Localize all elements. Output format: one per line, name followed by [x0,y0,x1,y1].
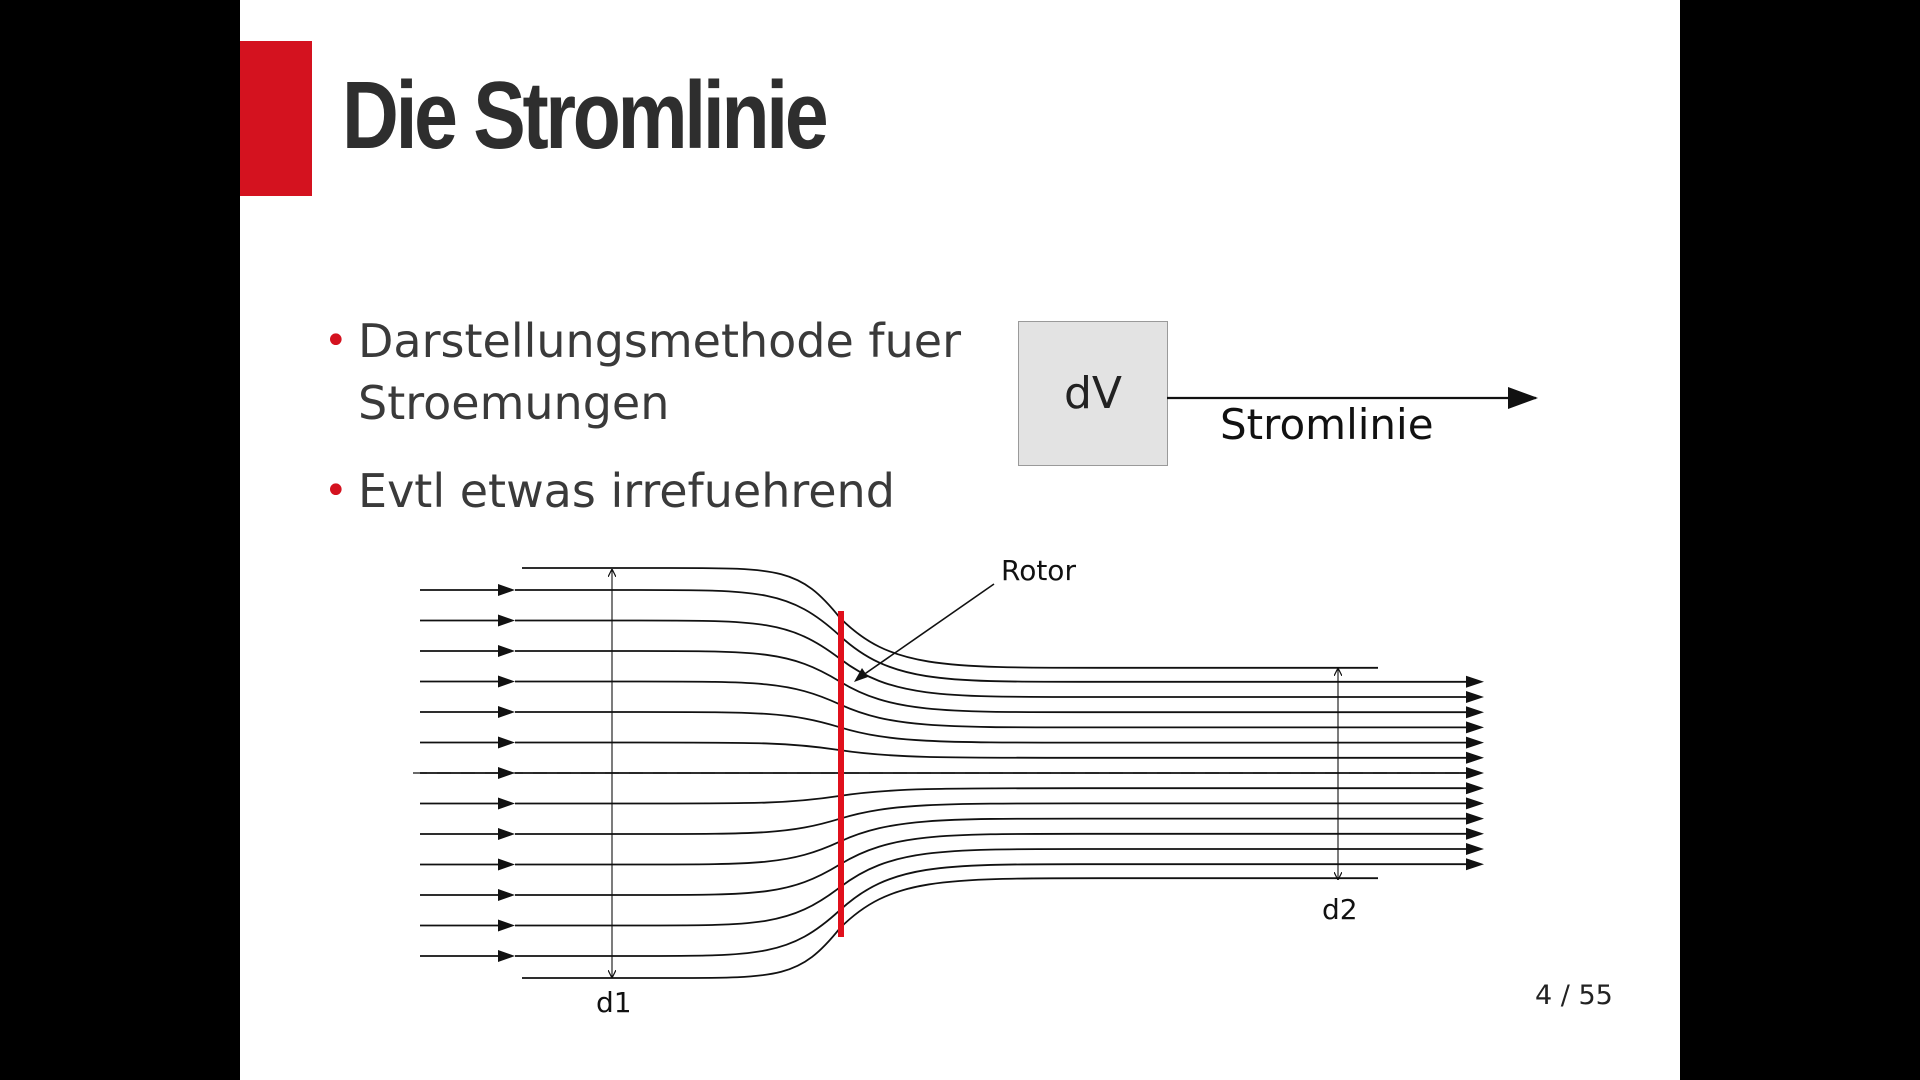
rotor-pointer-line [855,583,995,681]
bullet-text: Darstellungsmethode fuer Stroemungen [358,314,961,430]
slide: Die Stromlinie • Darstellungsmethode fue… [240,0,1680,1080]
d2-label: d2 [1322,893,1358,926]
outflow-arrowhead-icon [1466,843,1484,855]
outflow-arrowhead-icon [1466,858,1484,871]
outflow-arrowhead-icon [1466,782,1484,795]
inflow-arrowhead-icon [498,858,515,871]
outflow-arrowhead-icon [1466,721,1484,734]
inflow-arrowhead-icon [498,706,515,718]
streamline [515,817,1470,866]
streamline-arrowhead-icon [1508,387,1538,409]
inflow-arrowhead-icon [498,645,515,657]
rotor-label: Rotor [1001,554,1076,587]
inflow-arrowhead-icon [498,675,515,688]
outflow-arrowhead-icon [1466,706,1484,719]
streamline [515,680,1470,729]
rotor-pointer-arrowhead-icon [854,668,868,682]
inflow-arrowhead-icon [498,736,515,749]
outflow-arrowhead-icon [1466,675,1484,688]
volume-element-label: dV [1063,368,1123,419]
streamline-label: Stromlinie [1220,400,1434,449]
streamline-diagram [413,387,1538,979]
outflow-arrowhead-icon [1466,751,1484,764]
bullet-dot-icon: • [324,318,348,364]
inflow-arrowhead-icon [498,767,515,779]
bullet-item: • Evtl etwas irrefuehrend [324,460,998,522]
streamline [515,741,1470,759]
slide-title: Die Stromlinie [342,62,829,169]
outflow-arrowhead-icon [1466,797,1484,810]
inflow-arrowhead-icon [498,614,515,627]
outflow-arrowhead-icon [1466,691,1484,703]
bullet-text: Evtl etwas irrefuehrend [358,464,895,518]
inflow-arrowhead-icon [498,828,515,840]
page-number: 4 / 55 [1535,980,1613,1011]
streamline [515,787,1470,805]
outflow-arrowhead-icon [1466,812,1484,825]
d1-label: d1 [596,986,632,1019]
volume-element-box: dV [1018,321,1168,466]
outflow-arrowhead-icon [1466,767,1484,779]
inflow-arrowhead-icon [498,584,515,596]
streamline [515,619,1470,698]
stream-tube-boundary-bottom [522,877,1378,979]
outflow-arrowhead-icon [1466,827,1484,840]
stream-tube-boundary-top [522,567,1378,669]
inflow-arrowhead-icon [498,950,515,962]
bullet-item: • Darstellungsmethode fuer Stroemungen [324,310,998,434]
inflow-arrowhead-icon [498,797,515,810]
inflow-arrowhead-icon [498,889,515,901]
title-accent-bar [240,41,312,196]
outflow-arrowhead-icon [1466,736,1484,749]
inflow-arrowhead-icon [498,919,515,932]
bullet-dot-icon: • [324,468,348,514]
